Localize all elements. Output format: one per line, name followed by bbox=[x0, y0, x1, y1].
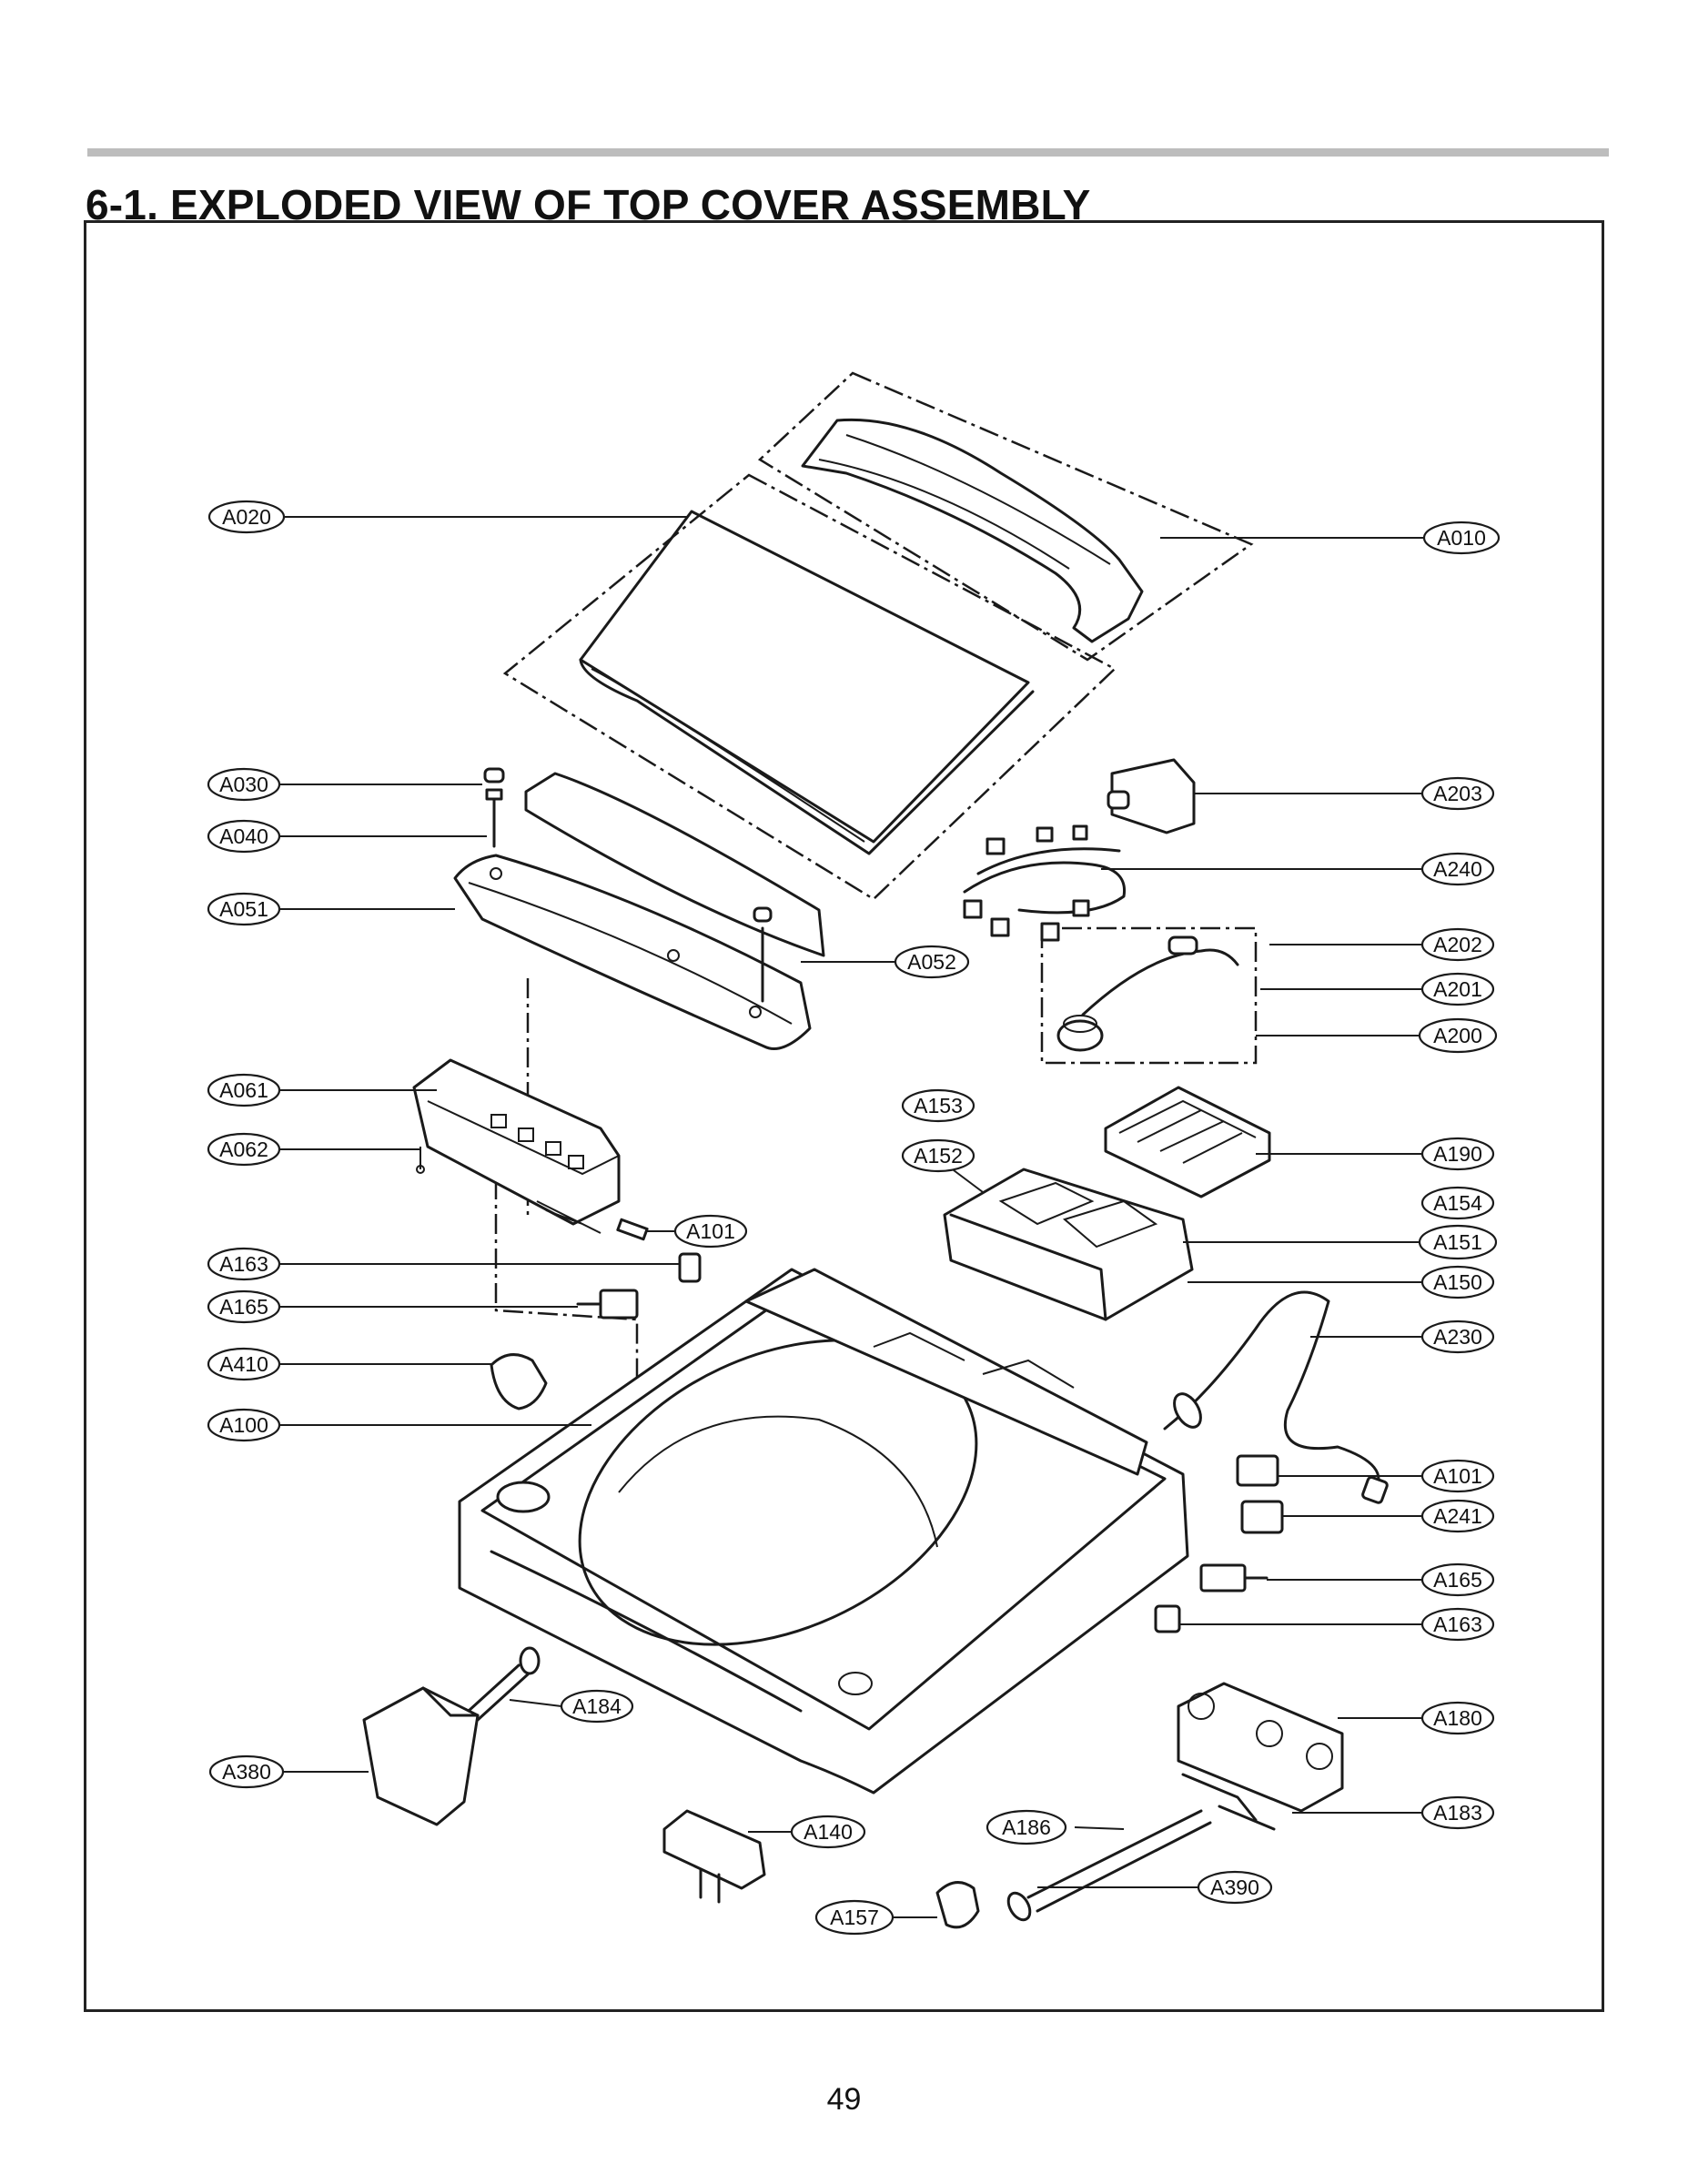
svg-text:A163: A163 bbox=[1433, 1613, 1482, 1636]
callout-a183: A183 bbox=[1420, 1795, 1495, 1830]
svg-text:A186: A186 bbox=[1002, 1815, 1051, 1839]
svg-text:A240: A240 bbox=[1433, 857, 1482, 881]
callout-a201: A201 bbox=[1420, 972, 1495, 1006]
svg-text:A230: A230 bbox=[1433, 1325, 1482, 1349]
callout-a200: A200 bbox=[1418, 1017, 1498, 1054]
svg-text:A190: A190 bbox=[1433, 1142, 1482, 1166]
water-valve-part bbox=[1177, 1682, 1344, 1831]
svg-text:A150: A150 bbox=[1433, 1270, 1482, 1294]
svg-text:A203: A203 bbox=[1433, 782, 1482, 805]
callout-a410: A410 bbox=[207, 1347, 281, 1381]
callout-a040: A040 bbox=[207, 819, 281, 854]
callout-a140: A140 bbox=[790, 1815, 866, 1849]
power-cord-part bbox=[1163, 1290, 1389, 1504]
callout-a241: A241 bbox=[1420, 1499, 1495, 1533]
callout-a180: A180 bbox=[1420, 1701, 1495, 1735]
callout-a154: A154 bbox=[1420, 1186, 1495, 1220]
svg-text:A201: A201 bbox=[1433, 977, 1482, 1001]
lid-glass-part bbox=[502, 473, 1117, 901]
svg-text:A101: A101 bbox=[1433, 1464, 1482, 1488]
svg-text:A030: A030 bbox=[219, 773, 268, 796]
siphon-part bbox=[362, 1646, 541, 1826]
dispenser-housing-part bbox=[1104, 1086, 1271, 1198]
switch-parts bbox=[490, 1218, 702, 1410]
wire-harness-part bbox=[963, 824, 1127, 942]
callout-a165-left: A165 bbox=[207, 1289, 281, 1324]
svg-text:A051: A051 bbox=[219, 897, 268, 921]
callout-a020: A020 bbox=[207, 500, 286, 534]
callout-a150: A150 bbox=[1420, 1265, 1495, 1299]
svg-text:A157: A157 bbox=[830, 1906, 879, 1929]
svg-text:A163: A163 bbox=[219, 1252, 268, 1276]
pump-part bbox=[662, 1809, 766, 1904]
svg-text:A154: A154 bbox=[1433, 1191, 1482, 1215]
callout-a101-upper: A101 bbox=[673, 1214, 748, 1249]
callout-a390: A390 bbox=[1197, 1870, 1273, 1905]
callout-a165-right: A165 bbox=[1420, 1562, 1495, 1597]
svg-text:A202: A202 bbox=[1433, 933, 1482, 956]
callout-a163-left: A163 bbox=[207, 1247, 281, 1281]
svg-text:A380: A380 bbox=[222, 1760, 271, 1784]
callout-a186: A186 bbox=[986, 1809, 1067, 1845]
top-cover-part bbox=[458, 1268, 1189, 1795]
callout-a157: A157 bbox=[814, 1899, 895, 1936]
callout-a203: A203 bbox=[1420, 776, 1495, 811]
callout-a380: A380 bbox=[208, 1754, 285, 1789]
inlet-hose-part bbox=[935, 1809, 1212, 1929]
svg-text:A184: A184 bbox=[572, 1694, 622, 1718]
detergent-drawer-part bbox=[943, 1168, 1194, 1321]
svg-text:A165: A165 bbox=[219, 1295, 268, 1319]
callout-a051: A051 bbox=[207, 892, 281, 926]
callout-a153: A153 bbox=[901, 1088, 975, 1123]
svg-text:A153: A153 bbox=[914, 1094, 963, 1117]
control-pcb-part bbox=[412, 1058, 621, 1234]
svg-text:A101: A101 bbox=[686, 1219, 735, 1243]
callout-a101-lower: A101 bbox=[1420, 1459, 1495, 1493]
cover-panel-part bbox=[453, 772, 825, 1050]
header-rule bbox=[87, 148, 1609, 157]
callout-a151: A151 bbox=[1418, 1224, 1498, 1260]
callout-a030: A030 bbox=[207, 767, 281, 802]
svg-text:A140: A140 bbox=[804, 1820, 853, 1844]
callout-a152: A152 bbox=[901, 1138, 975, 1173]
pressure-switch-part bbox=[1040, 926, 1258, 1065]
svg-text:A061: A061 bbox=[219, 1078, 268, 1102]
callout-a163-right: A163 bbox=[1420, 1607, 1495, 1642]
callout-a100: A100 bbox=[207, 1408, 281, 1442]
svg-text:A152: A152 bbox=[914, 1144, 963, 1168]
lid-frame-part bbox=[757, 371, 1254, 662]
callout-a190: A190 bbox=[1420, 1137, 1495, 1171]
svg-text:A183: A183 bbox=[1433, 1801, 1482, 1825]
svg-text:A010: A010 bbox=[1437, 526, 1486, 550]
svg-text:A040: A040 bbox=[219, 824, 268, 848]
page-number: 49 bbox=[826, 2082, 862, 2117]
callout-a052: A052 bbox=[894, 945, 970, 979]
svg-text:A165: A165 bbox=[1433, 1568, 1482, 1592]
leader-lines bbox=[270, 516, 1424, 1918]
callout-a240: A240 bbox=[1420, 852, 1495, 886]
svg-text:A100: A100 bbox=[219, 1413, 268, 1437]
callout-a062: A062 bbox=[207, 1132, 281, 1167]
svg-text:A180: A180 bbox=[1433, 1706, 1482, 1730]
svg-text:A151: A151 bbox=[1433, 1230, 1482, 1254]
diagram-frame bbox=[84, 220, 1604, 2012]
callout-a061: A061 bbox=[207, 1073, 281, 1107]
svg-text:A390: A390 bbox=[1210, 1876, 1259, 1899]
svg-text:A410: A410 bbox=[219, 1352, 268, 1376]
svg-text:A200: A200 bbox=[1433, 1024, 1482, 1047]
svg-text:A052: A052 bbox=[907, 950, 956, 974]
callout-a202: A202 bbox=[1420, 927, 1495, 962]
svg-text:A062: A062 bbox=[219, 1138, 268, 1161]
svg-text:A241: A241 bbox=[1433, 1504, 1482, 1528]
door-lock-part bbox=[1107, 758, 1196, 834]
callout-a184: A184 bbox=[560, 1689, 634, 1724]
callout-a010: A010 bbox=[1422, 521, 1501, 555]
callout-a230: A230 bbox=[1420, 1320, 1495, 1354]
screws-part bbox=[483, 767, 773, 1003]
svg-text:A020: A020 bbox=[222, 505, 271, 529]
